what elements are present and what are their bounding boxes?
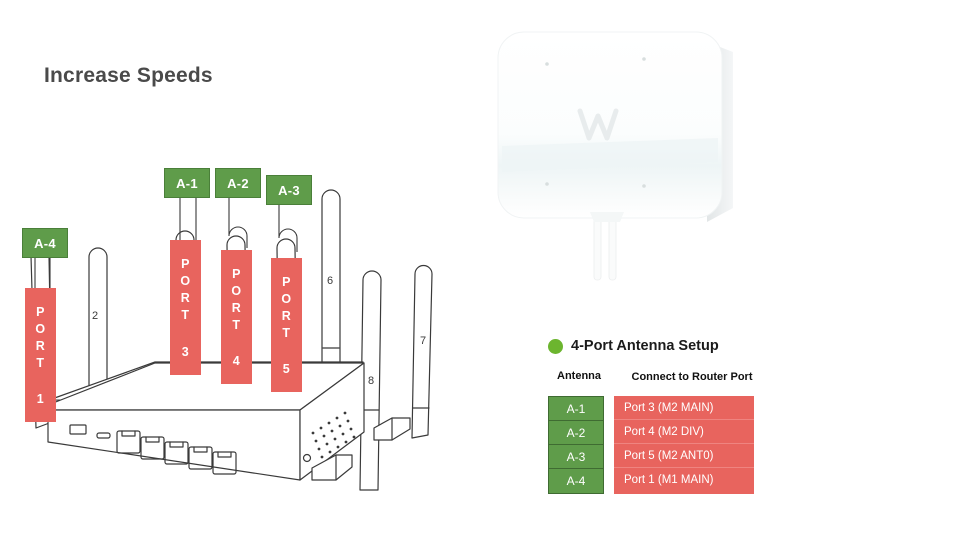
table-row: A-2 (549, 421, 603, 445)
column-header-antenna: Antenna (557, 370, 601, 382)
antenna-column: A-1 A-2 A-3 A-4 (548, 396, 604, 494)
port-letter: R (180, 291, 191, 305)
port-letter: T (36, 356, 45, 370)
column-header-router-port: Connect to Router Port (631, 371, 753, 383)
port-letter: O (180, 274, 191, 288)
panel-header: 4-Port Antenna Setup (548, 338, 768, 354)
port-letter: T (282, 326, 291, 340)
port-letter: R (231, 301, 242, 315)
port-label-4[interactable]: P O R T 4 (221, 250, 252, 384)
port-letter: R (35, 339, 46, 353)
port-number: 3 (181, 345, 190, 359)
port-letter: T (181, 308, 190, 322)
table-row: Port 5 (M2 ANT0) (614, 444, 754, 468)
port-letter: O (281, 292, 292, 306)
table-column-headers: Antenna Connect to Router Port (548, 370, 768, 384)
port-label-3[interactable]: P O R T 3 (170, 240, 201, 375)
tag-connector-wires (34, 197, 298, 290)
port-letter: R (281, 309, 292, 323)
router-antenna-diagram: 2 6 7 8 A-4 A-1 A-2 A-3 P O R T 1 (0, 168, 480, 540)
antenna-number-7: 7 (420, 335, 427, 347)
green-circle-icon (548, 338, 563, 354)
port-label-5[interactable]: P O R T 5 (271, 258, 302, 392)
antenna-tag-a1[interactable]: A-1 (164, 168, 210, 198)
page-title: Increase Speeds (44, 64, 213, 87)
antenna-setup-panel: 4-Port Antenna Setup Antenna Connect to … (548, 338, 768, 494)
port-letter: O (35, 322, 46, 336)
antenna-tag-a2[interactable]: A-2 (215, 168, 261, 198)
panel-title: 4-Port Antenna Setup (571, 338, 719, 354)
panel-antenna-illustration (497, 31, 733, 281)
antenna-port-table: A-1 A-2 A-3 A-4 Port 3 (M2 MAIN) Port 4 … (548, 396, 768, 494)
antenna-number-6: 6 (327, 275, 334, 287)
table-row: A-3 (549, 445, 603, 469)
antenna-number-2: 2 (92, 310, 99, 322)
port-letter: P (181, 257, 190, 271)
antenna-tag-a3[interactable]: A-3 (266, 175, 312, 205)
port-label-1[interactable]: P O R T 1 (25, 288, 56, 422)
port-letter: P (36, 305, 45, 319)
table-row: Port 1 (M1 MAIN) (624, 474, 714, 486)
port-number: 1 (36, 392, 45, 406)
panel-antenna-photo (492, 26, 768, 296)
antenna-tag-a4[interactable]: A-4 (22, 228, 68, 258)
table-row: A-4 (549, 469, 603, 493)
table-row: Port 4 (M2 DIV) (614, 420, 754, 444)
port-letter: P (282, 275, 291, 289)
port-number: 4 (232, 354, 241, 368)
port-letter: P (232, 267, 241, 281)
table-row: A-1 (549, 397, 603, 421)
table-row: Port 3 (M2 MAIN) (614, 396, 754, 420)
router-port-column: Port 3 (M2 MAIN) Port 4 (M2 DIV) Port 5 … (614, 396, 754, 494)
antenna-number-8: 8 (368, 375, 375, 387)
port-letter: T (232, 318, 241, 332)
port-number: 5 (282, 362, 291, 376)
port-letter: O (231, 284, 242, 298)
